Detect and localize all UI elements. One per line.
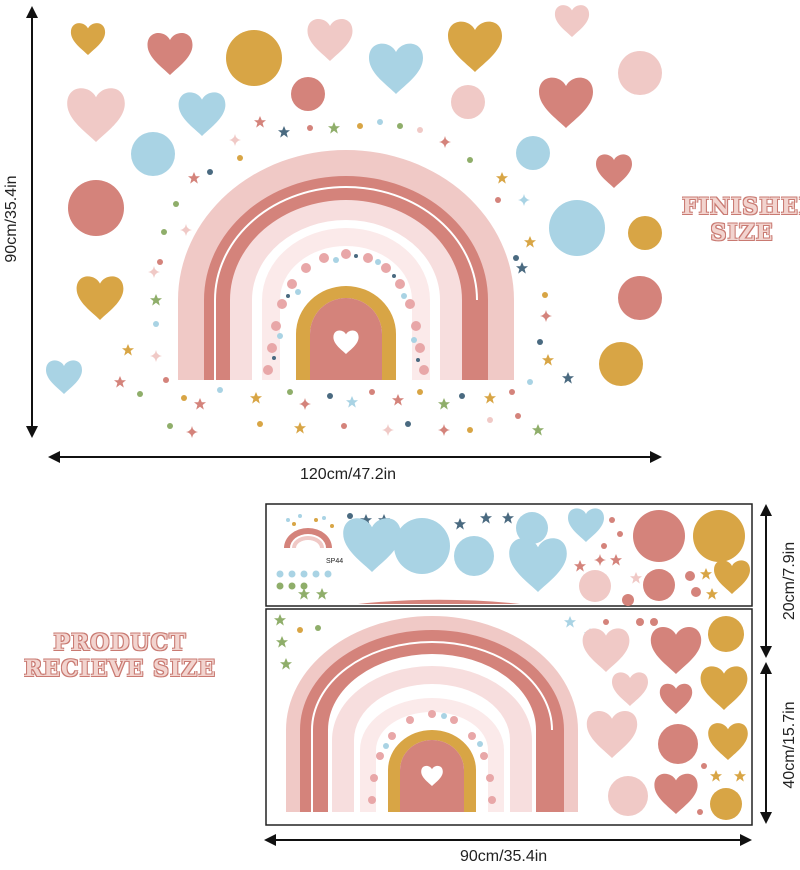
- dot-icon: [454, 536, 494, 576]
- thumbnail-icon: [284, 514, 334, 548]
- top-sheet-size-label: 20cm/7.9in: [781, 541, 798, 621]
- dot-icon: [608, 776, 648, 816]
- heart-icon: [369, 43, 423, 94]
- dot-icon: [68, 180, 124, 236]
- finished-artwork: [46, 5, 662, 438]
- rainbow-main: [178, 150, 514, 380]
- dot-icon: [658, 724, 698, 764]
- product-size-caption: PRODUCT RECIEVE SIZE: [20, 630, 220, 683]
- bottom-sheet-size-label: 40cm/15.7in: [781, 701, 798, 789]
- dot-icon: [599, 342, 643, 386]
- heart-icon: [307, 19, 353, 61]
- caption-line: FINISHED: [682, 194, 800, 220]
- heart-icon: [46, 360, 82, 394]
- bottom-sheet-contents: [274, 614, 748, 820]
- heart-icon: [70, 23, 106, 55]
- dot-icon: [549, 200, 605, 256]
- heart-icon: [67, 88, 125, 142]
- finished-height-label: 90cm/35.4in: [3, 175, 20, 263]
- product-sheets: [265, 503, 753, 826]
- caption-line: PRODUCT: [53, 630, 187, 656]
- caption-line: RECIEVE SIZE: [23, 656, 217, 683]
- caption-line: SIZE: [710, 220, 774, 247]
- dot-icon: [693, 510, 745, 562]
- finished-size-caption: FINISHED SIZE: [682, 194, 800, 247]
- dot-icon: [516, 136, 550, 170]
- finished-dimension-lines: [26, 6, 662, 463]
- dot-icon: [226, 30, 282, 86]
- confetti: [114, 116, 574, 438]
- dot-icon: [131, 132, 175, 176]
- product-width-label: 90cm/35.4in: [460, 848, 548, 865]
- dot-icon: [710, 788, 742, 820]
- dot-icon: [618, 51, 662, 95]
- dot-icon: [643, 569, 675, 601]
- dot-icon: [633, 510, 685, 562]
- heart-icon: [76, 276, 124, 320]
- heart-icon: [596, 154, 632, 188]
- dot-icon: [394, 518, 450, 574]
- dot-icon: [451, 85, 485, 119]
- heart-icon: [539, 77, 593, 128]
- heart-icon: [178, 92, 226, 136]
- product-dimension-lines: [264, 504, 772, 846]
- dot-icon: [628, 216, 662, 250]
- finished-width-label: 120cm/47.2in: [300, 466, 397, 483]
- heart-icon: [147, 33, 193, 75]
- sheet-code-label: SP44: [326, 558, 344, 565]
- dot-icon: [516, 512, 548, 544]
- dot-icon: [618, 276, 662, 320]
- dot-icon: [708, 616, 744, 652]
- heart-icon: [554, 5, 590, 37]
- dot-icon: [291, 77, 325, 111]
- dot-icon: [579, 570, 611, 602]
- heart-icon: [448, 21, 502, 72]
- top-sheet-contents: [276, 508, 750, 606]
